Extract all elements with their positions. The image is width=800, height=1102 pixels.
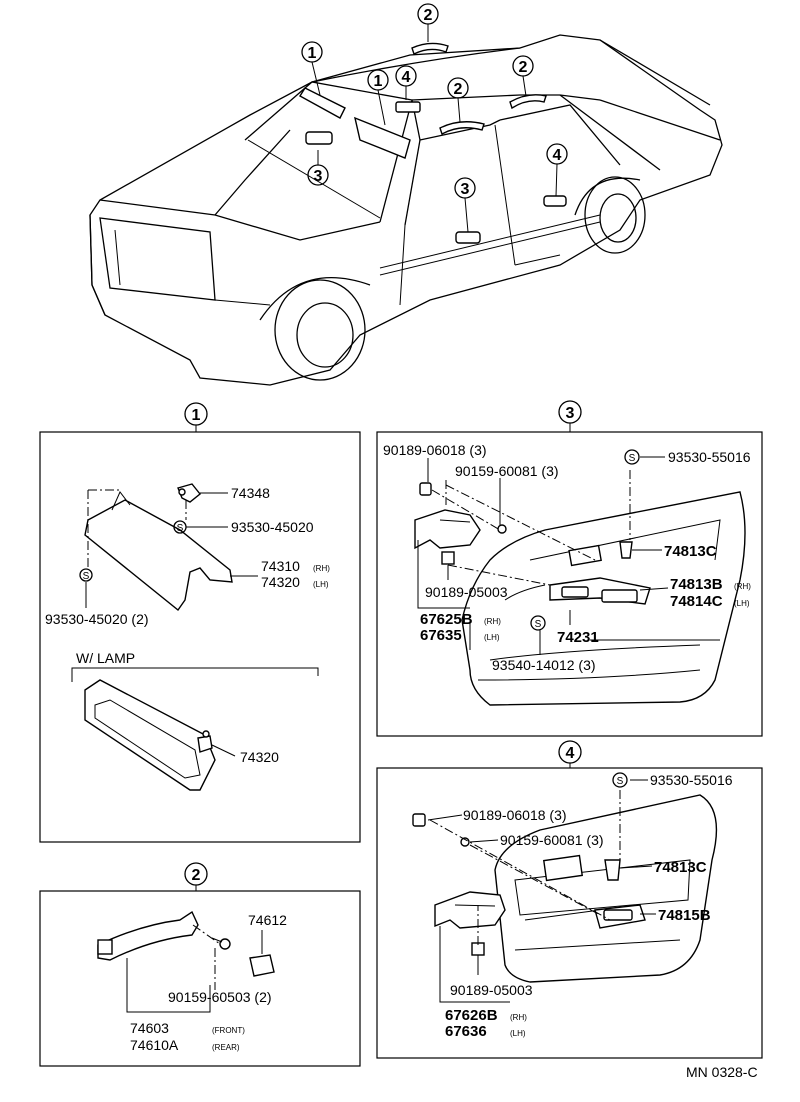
- svg-text:74612: 74612: [248, 912, 287, 928]
- svg-text:74231: 74231: [557, 629, 599, 646]
- svg-text:74814C: 74814C: [670, 593, 723, 610]
- svg-text:(RH): (RH): [510, 1013, 527, 1022]
- svg-text:74815B: 74815B: [658, 907, 711, 924]
- svg-text:4: 4: [402, 69, 411, 86]
- svg-text:3: 3: [314, 168, 323, 185]
- car-callout-4b: 4: [546, 143, 568, 165]
- svg-text:90159-60081 (3): 90159-60081 (3): [500, 832, 604, 848]
- svg-text:S: S: [629, 453, 636, 464]
- car-callout-3b: 3: [454, 177, 476, 199]
- svg-text:74320: 74320: [261, 574, 300, 590]
- svg-text:74310: 74310: [261, 558, 300, 574]
- svg-text:67636: 67636: [445, 1023, 487, 1040]
- car-callout-1b: 1: [367, 69, 389, 91]
- car-illustration: [89, 24, 723, 386]
- svg-text:74813C: 74813C: [664, 543, 717, 560]
- svg-text:(RH): (RH): [484, 617, 501, 626]
- section-1-sun-visor: 1 S S 74348 93530-45020 74310 (RH) 74320…: [39, 402, 361, 843]
- svg-text:(LH): (LH): [734, 599, 750, 608]
- diagram-code: MN 0328-C: [686, 1064, 758, 1080]
- svg-text:1: 1: [308, 45, 317, 62]
- svg-text:90189-05003: 90189-05003: [425, 584, 508, 600]
- svg-text:93530-55016: 93530-55016: [650, 772, 733, 788]
- svg-text:S: S: [617, 776, 624, 787]
- svg-text:S: S: [177, 523, 184, 534]
- svg-text:67625B: 67625B: [420, 611, 473, 628]
- svg-text:2: 2: [424, 7, 433, 24]
- svg-text:2: 2: [519, 59, 528, 76]
- svg-text:S: S: [535, 619, 542, 630]
- svg-text:(RH): (RH): [313, 564, 330, 573]
- svg-text:(LH): (LH): [510, 1029, 526, 1038]
- svg-text:67635: 67635: [420, 627, 462, 644]
- svg-text:93540-14012 (3): 93540-14012 (3): [492, 657, 596, 673]
- svg-text:74603: 74603: [130, 1020, 169, 1036]
- svg-text:1: 1: [374, 73, 383, 90]
- svg-text:90189-06018 (3): 90189-06018 (3): [463, 807, 567, 823]
- section-3-front-door: 3: [376, 400, 763, 737]
- svg-text:4: 4: [553, 147, 562, 164]
- svg-text:74610A: 74610A: [130, 1037, 179, 1053]
- svg-text:90189-06018 (3): 90189-06018 (3): [383, 442, 487, 458]
- svg-text:W/ LAMP: W/ LAMP: [76, 650, 135, 666]
- svg-text:90189-05003: 90189-05003: [450, 982, 533, 998]
- svg-text:1: 1: [192, 407, 201, 424]
- svg-text:3: 3: [566, 405, 575, 422]
- svg-text:74320: 74320: [240, 749, 279, 765]
- svg-text:3: 3: [461, 181, 470, 198]
- svg-text:90159-60081 (3): 90159-60081 (3): [455, 463, 559, 479]
- car-callout-1a: 1: [301, 41, 323, 63]
- svg-text:(RH): (RH): [734, 582, 751, 591]
- car-callout-4a: 4: [395, 65, 417, 87]
- svg-text:(FRONT): (FRONT): [212, 1026, 245, 1035]
- car-callout-3a: 3: [307, 164, 329, 186]
- svg-text:(REAR): (REAR): [212, 1043, 240, 1052]
- svg-text:93530-55016: 93530-55016: [668, 449, 751, 465]
- svg-text:(LH): (LH): [484, 633, 500, 642]
- car-callout-2c: 2: [512, 55, 534, 77]
- svg-text:74348: 74348: [231, 485, 270, 501]
- svg-text:4: 4: [566, 745, 575, 762]
- section-4-rear-door: 4 S 93530-55016: [376, 740, 763, 1059]
- svg-text:74813B: 74813B: [670, 576, 723, 593]
- svg-text:93530-45020: 93530-45020: [231, 519, 314, 535]
- svg-text:74813C: 74813C: [654, 859, 707, 876]
- svg-text:2: 2: [192, 867, 201, 884]
- car-callout-2b: 2: [447, 77, 469, 99]
- svg-text:(LH): (LH): [313, 580, 329, 589]
- svg-text:90159-60503 (2): 90159-60503 (2): [168, 989, 272, 1005]
- car-callout-2a: 2: [417, 3, 439, 25]
- section-2-assist-grip: 2 74612 90159-60503 (2) 74603 (FRONT) 74…: [39, 862, 361, 1067]
- svg-text:S: S: [83, 571, 90, 582]
- svg-text:2: 2: [454, 81, 463, 98]
- svg-text:93530-45020 (2): 93530-45020 (2): [45, 611, 149, 627]
- svg-text:67626B: 67626B: [445, 1007, 498, 1024]
